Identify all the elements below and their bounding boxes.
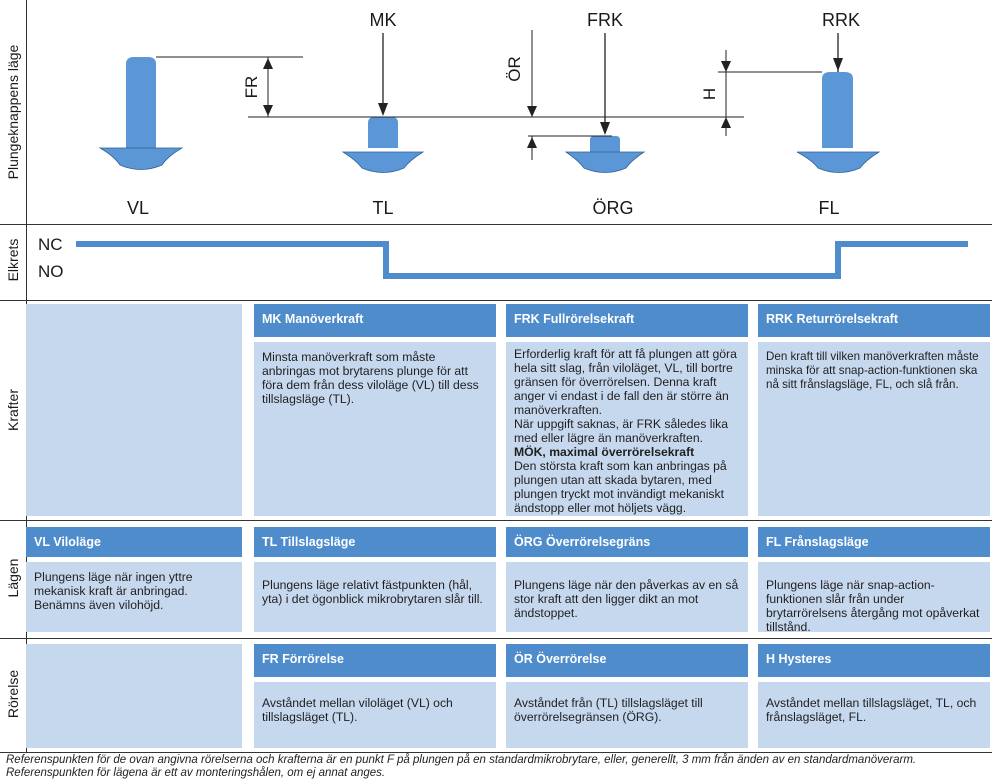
- switch-nc-label: NC: [38, 235, 63, 254]
- travel-h-body: Avståndet mellan tillslagsläget, TL, och…: [758, 682, 990, 748]
- force-frk-text-1: Erforderlig kraft för att få plungen att…: [514, 347, 737, 417]
- position-fl-title: FL Frånslagsläge: [758, 527, 990, 557]
- label-vl: VL: [126, 198, 150, 218]
- travel-fr-title: FR Förrörelse: [254, 644, 496, 677]
- force-rrk-text: Den kraft till vilken manöverkraften mås…: [766, 350, 979, 391]
- position-fl-body: Plungens läge när snap-action-funktionen…: [758, 562, 990, 634]
- position-tl-body: Plungens läge relativt fästpunkten (hål,…: [254, 562, 496, 632]
- row-label-forces: Krafter: [5, 389, 21, 432]
- position-vl-title: VL Viloläge: [26, 527, 242, 557]
- row-divider-5: [0, 752, 992, 753]
- plunger-org-icon: [564, 136, 646, 173]
- plunger-fl-icon: [796, 72, 881, 173]
- dim-label-fr: FR: [242, 75, 261, 99]
- switch-state-line: [76, 241, 968, 279]
- plunger-tl-icon: [341, 117, 425, 173]
- travel-or-body: Avståndet från (TL) tillslagsläget till …: [506, 682, 748, 748]
- travel-h-text: Avståndet mellan tillslagsläget, TL, och…: [766, 696, 977, 724]
- row-label-travel: Rörelse: [5, 669, 21, 719]
- footnote-1: Referenspunkten för de ovan angivna röre…: [6, 754, 917, 766]
- row-divider-2: [0, 300, 992, 301]
- position-tl-text: Plungens läge relativt fästpunkten (hål,…: [262, 578, 483, 606]
- plunger-diagram: [98, 30, 881, 173]
- position-org-title: ÖRG Överrörelsegräns: [506, 527, 748, 557]
- force-rrk-title: RRK Returrörelsekraft: [758, 304, 990, 337]
- row-divider-4: [0, 638, 992, 639]
- dim-label-h: H: [700, 87, 719, 101]
- force-mk-body: Minsta manöverkraft som måste anbringas …: [254, 342, 496, 516]
- force-frk-text-2: När uppgift saknas, är FRK således lika …: [514, 417, 729, 445]
- travel-or-title: ÖR Överrörelse: [506, 644, 748, 677]
- force-mk-text: Minsta manöverkraft som måste anbringas …: [262, 350, 479, 406]
- position-tl-title: TL Tillslagsläge: [254, 527, 496, 557]
- label-fl: FL: [818, 198, 840, 218]
- travel-fr-body: Avståndet mellan viloläget (VL) och till…: [254, 682, 496, 748]
- position-fl-text: Plungens läge när snap-action-funktionen…: [766, 578, 980, 634]
- position-org-text: Plungens läge när den påverkas av en så …: [514, 578, 739, 620]
- force-frk-text-3: Den största kraft som kan anbringas på p…: [514, 459, 727, 515]
- position-org-body: Plungens läge när den påverkas av en så …: [506, 562, 748, 632]
- travel-fr-text: Avståndet mellan viloläget (VL) och till…: [262, 696, 453, 724]
- dim-label-or: ÖR: [505, 56, 524, 82]
- footnote-2: Referenspunkten för lägena är ett av mon…: [6, 767, 386, 779]
- forces-empty-cell: [26, 304, 242, 516]
- travel-empty-cell: [26, 644, 242, 748]
- row-divider-3: [0, 520, 992, 521]
- force-rrk-body: Den kraft till vilken manöverkraften mås…: [758, 342, 990, 516]
- force-mok-subtitle: MÖK, maximal överrörelsekraft: [514, 445, 695, 459]
- position-vl-text-1: Plungens läge när ingen yttre mekanisk k…: [34, 570, 193, 598]
- force-frk-title: FRK Fullrörelsekraft: [506, 304, 748, 337]
- force-frk-body: Erforderlig kraft för att få plungen att…: [506, 342, 748, 516]
- label-frk: FRK: [587, 10, 623, 30]
- travel-or-text: Avståndet från (TL) tillslagsläget till …: [514, 696, 703, 724]
- switch-no-label: NO: [38, 262, 64, 281]
- label-tl: TL: [372, 198, 394, 218]
- travel-h-title: H Hysteres: [758, 644, 990, 677]
- label-mk: MK: [369, 10, 397, 30]
- label-org: ÖRG: [592, 198, 634, 218]
- position-vl-text-2: Benämns även vilohöjd.: [34, 598, 164, 612]
- row-label-positions: Lägen: [5, 558, 21, 598]
- force-mk-title: MK Manöverkraft: [254, 304, 496, 337]
- row-divider-1: [0, 224, 992, 225]
- plunger-vl-icon: [98, 57, 184, 170]
- position-vl-body: Plungens läge när ingen yttre mekanisk k…: [26, 562, 242, 632]
- label-rrk: RRK: [821, 10, 860, 30]
